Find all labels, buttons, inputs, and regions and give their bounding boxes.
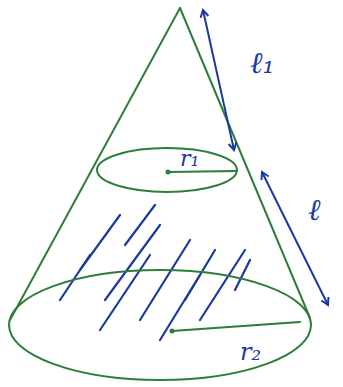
hatch-stroke bbox=[235, 260, 250, 290]
hatching bbox=[60, 205, 250, 340]
radius-line bbox=[172, 322, 300, 331]
hatch-stroke bbox=[140, 240, 190, 320]
cone-side bbox=[10, 8, 180, 320]
hatch-stroke bbox=[125, 205, 155, 245]
hatch-stroke bbox=[100, 255, 150, 330]
base-circle bbox=[9, 270, 311, 380]
center-dot bbox=[170, 329, 175, 334]
radius-label: r₂ bbox=[240, 340, 261, 364]
radius-label: r₁ bbox=[180, 148, 199, 170]
center-dot bbox=[166, 170, 171, 175]
length-label: ℓ bbox=[308, 195, 321, 225]
top-circle bbox=[97, 148, 237, 192]
radius-line bbox=[168, 171, 236, 172]
length-label: ℓ₁ bbox=[250, 48, 275, 78]
dimension-arrow bbox=[262, 172, 328, 305]
dimension-arrow bbox=[203, 10, 234, 150]
